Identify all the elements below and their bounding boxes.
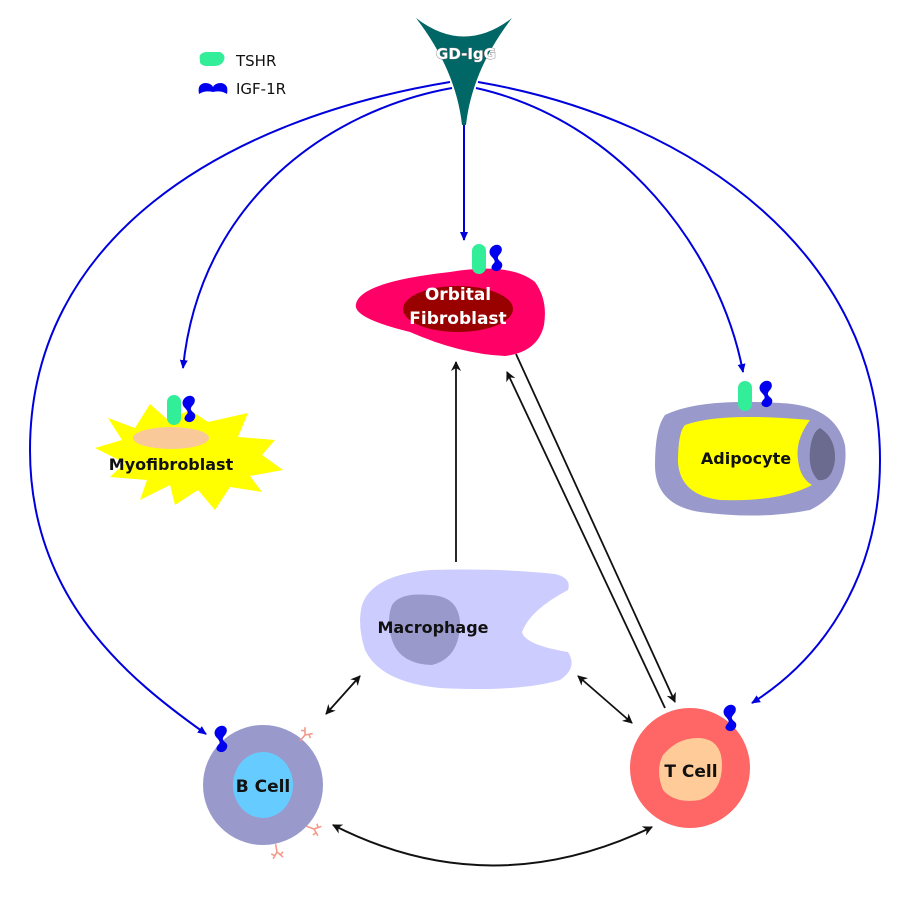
t-cell: T Cell	[630, 704, 750, 828]
adipocyte-cell: Adipocyte	[655, 380, 846, 516]
arrow-macrophage-b-cell	[325, 675, 361, 715]
igf1r-receptor-icon	[489, 244, 503, 272]
orbital-fibroblast-label-line2: Fibroblast	[409, 309, 506, 329]
orbital-fibroblast-cell: Orbital Fibroblast	[355, 244, 545, 356]
gd-igg-source: GD-IgG	[416, 18, 512, 125]
b-cell-label: B Cell	[236, 777, 291, 797]
macrophage-cell: Macrophage	[360, 569, 572, 689]
arrow-b-cell-t-cell	[332, 824, 653, 867]
igf1r-receptor-icon	[198, 83, 228, 94]
tshr-receptor-icon	[738, 381, 752, 411]
arrow-igg-to-myofibroblast	[179, 87, 453, 369]
myofibroblast-label: Myofibroblast	[109, 455, 234, 474]
antibody-icon	[268, 842, 285, 860]
t-cell-label: T Cell	[664, 762, 717, 782]
macrophage-label: Macrophage	[377, 618, 488, 637]
orbital-fibroblast-label-line1: Orbital	[425, 285, 491, 305]
legend: TSHR IGF-1R	[198, 52, 286, 98]
legend-label-tshr: TSHR	[235, 52, 276, 70]
tshr-receptor-icon	[472, 244, 486, 274]
legend-item-tshr: TSHR	[199, 52, 276, 70]
adipocyte-label: Adipocyte	[701, 449, 791, 468]
b-cell: B Cell	[203, 725, 323, 860]
legend-item-igf1r: IGF-1R	[198, 80, 286, 98]
black-arrows	[325, 353, 676, 867]
arrow-orbital-fibroblast-to-t-cell	[515, 353, 676, 703]
arrow-t-cell-to-orbital-fibroblast	[506, 371, 666, 709]
myofibroblast-cell: Myofibroblast	[95, 395, 283, 510]
gd-igg-label: GD-IgG	[436, 45, 496, 63]
legend-label-igf1r: IGF-1R	[236, 80, 286, 98]
tshr-receptor-icon	[199, 52, 225, 66]
arrow-igg-to-b-cell	[28, 81, 451, 735]
arrow-igg-to-t-cell	[477, 81, 882, 704]
arrow-igg-to-adipocyte	[475, 87, 746, 373]
arrow-macrophage-t-cell	[577, 675, 633, 724]
blue-arrows	[28, 81, 882, 735]
tshr-receptor-icon	[167, 395, 181, 425]
